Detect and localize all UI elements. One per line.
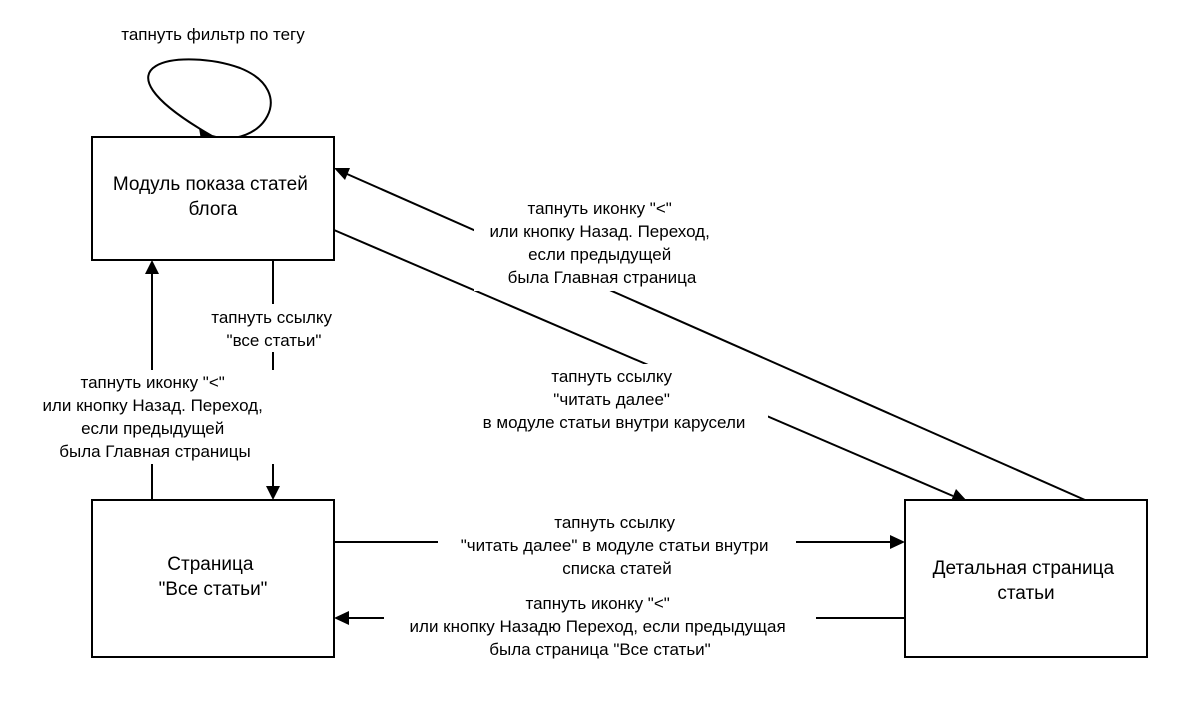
edge-label-line: была Главная страницы bbox=[59, 442, 251, 461]
edge-label-line: "читать далее" bbox=[553, 390, 670, 409]
node-label-line: блога bbox=[189, 199, 238, 220]
edge-label: тапнуть иконку "<" или кнопку Назад. Пер… bbox=[42, 373, 267, 461]
node-box bbox=[91, 136, 335, 261]
arrowhead-right bbox=[890, 535, 905, 549]
arrowhead-left bbox=[334, 611, 349, 625]
edge-label-line: тапнуть ссылку bbox=[211, 308, 332, 327]
edge-detail-to-blog-back bbox=[334, 168, 1086, 501]
edge-label-line: тапнуть ссылку bbox=[551, 367, 672, 386]
node-label-line: "Все статьи" bbox=[159, 579, 268, 600]
label-to-all-articles: тапнуть ссылку "все статьи" bbox=[200, 304, 348, 352]
node-all-articles: Страница "Все статьи" bbox=[91, 499, 335, 658]
node-label: Страница "Все статьи" bbox=[159, 554, 268, 600]
arrowhead-blog bbox=[334, 168, 350, 180]
node-label-line: Модуль показа статей bbox=[113, 174, 308, 195]
edge-label: тапнуть фильтр по тегу bbox=[121, 25, 305, 44]
node-box bbox=[91, 499, 335, 658]
edge-label-line: тапнуть фильтр по тегу bbox=[121, 25, 305, 44]
node-label: Модуль показа статей блога bbox=[113, 174, 313, 220]
node-article-detail: Детальная страница статьи bbox=[904, 499, 1148, 658]
edge-label-line: была страница "Все статьи" bbox=[489, 640, 710, 659]
label-bg bbox=[200, 304, 348, 352]
edge-label: тапнуть ссылку "читать далее" в модуле с… bbox=[483, 367, 746, 432]
label-bg bbox=[462, 364, 768, 436]
edge-label-line: тапнуть ссылку bbox=[554, 513, 675, 532]
edge-label-line: "читать далее" в модуле статьи внутри bbox=[461, 536, 769, 555]
edge-label-line: или кнопку Назад. Переход, bbox=[42, 396, 262, 415]
edge-label-line: или кнопку Назадю Переход, если предыдущ… bbox=[410, 617, 786, 636]
arrowhead-down bbox=[266, 486, 280, 500]
node-label-line: Детальная страница bbox=[933, 558, 1115, 579]
label-detail-to-all-back: тапнуть иконку "<" или кнопку Назадю Пер… bbox=[384, 590, 816, 662]
edge-blog-to-detail bbox=[333, 229, 967, 501]
label-bg bbox=[474, 197, 730, 291]
loop-line bbox=[147, 58, 272, 139]
arrowhead-up bbox=[145, 260, 159, 274]
edge-line bbox=[333, 229, 954, 497]
edge-line bbox=[346, 173, 1086, 501]
edge-label-line: или кнопку Назад. Переход, bbox=[489, 222, 709, 241]
edge-label-line: была Главная страница bbox=[508, 268, 697, 287]
edge-label-line: "все статьи" bbox=[227, 331, 322, 350]
edge-label-line: тапнуть иконку "<" bbox=[80, 373, 224, 392]
edge-label: тапнуть ссылку "все статьи" bbox=[211, 308, 337, 350]
node-label-line: Страница bbox=[167, 554, 254, 575]
edge-label-line: тапнуть иконку "<" bbox=[525, 594, 669, 613]
edge-label-line: в модуле статьи внутри карусели bbox=[483, 413, 746, 432]
edge-label-line: тапнуть иконку "<" bbox=[527, 199, 671, 218]
node-box bbox=[904, 499, 1148, 658]
label-all-to-blog-back: тапнуть иконку "<" или кнопку Назад. Пер… bbox=[30, 370, 280, 464]
node-label-line: статьи bbox=[997, 583, 1054, 604]
label-bg bbox=[108, 23, 318, 45]
edge-label-line: если предыдущей bbox=[528, 245, 671, 264]
label-blog-to-detail: тапнуть ссылку "читать далее" в модуле с… bbox=[462, 364, 768, 436]
edge-label: тапнуть иконку "<" или кнопку Назад. Пер… bbox=[489, 199, 714, 287]
label-bg bbox=[438, 510, 796, 582]
edge-tag-filter-loop bbox=[147, 58, 272, 140]
edge-label-line: списка статей bbox=[562, 559, 671, 578]
node-blog-module: Модуль показа статей блога bbox=[91, 136, 335, 261]
label-tag-filter: тапнуть фильтр по тегу bbox=[108, 23, 318, 45]
edge-label-line: если предыдущей bbox=[81, 419, 224, 438]
label-detail-to-blog-back: тапнуть иконку "<" или кнопку Назад. Пер… bbox=[474, 197, 730, 291]
edge-label: тапнуть ссылку "читать далее" в модуле с… bbox=[461, 513, 774, 578]
edge-label: тапнуть иконку "<" или кнопку Назадю Пер… bbox=[410, 594, 791, 659]
label-bg bbox=[30, 370, 280, 464]
label-bg bbox=[384, 590, 816, 662]
label-all-to-detail: тапнуть ссылку "читать далее" в модуле с… bbox=[438, 510, 796, 582]
arrowhead-detail bbox=[951, 489, 967, 501]
node-label: Детальная страница статьи bbox=[933, 558, 1120, 604]
